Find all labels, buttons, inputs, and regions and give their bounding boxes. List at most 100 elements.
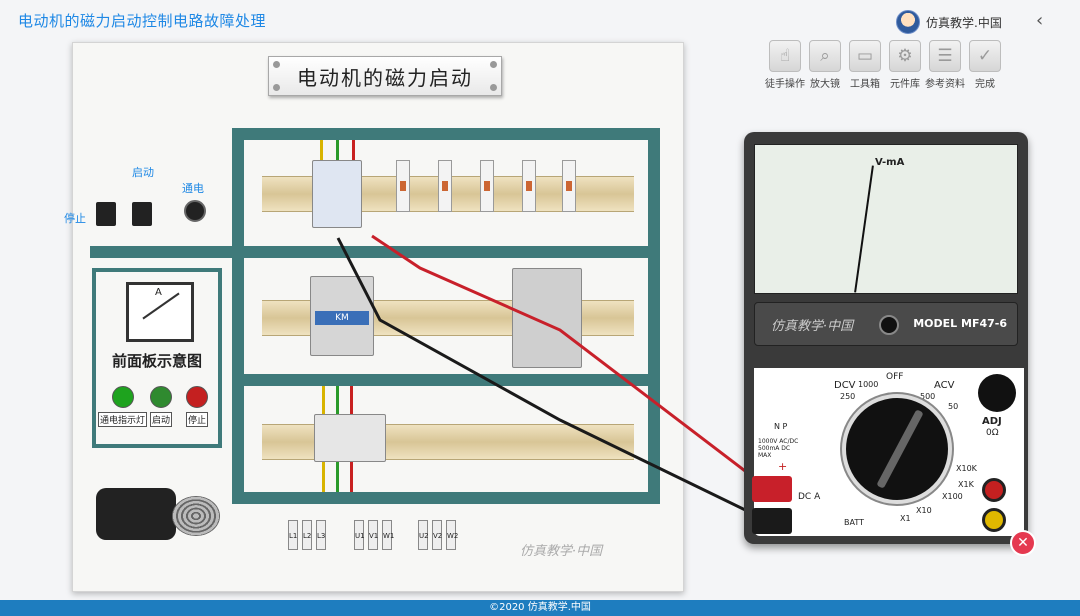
power-lamp [112,386,134,408]
tool-label: 工具箱 [850,79,880,90]
fuse[interactable] [522,160,536,212]
scale-1000: 1000 [858,380,879,389]
terminal-u1[interactable]: U1 [354,520,365,550]
motor[interactable] [96,482,226,556]
terminal-w1[interactable]: W1 [382,520,394,550]
thermal-relay[interactable] [314,414,386,462]
tool-finish[interactable]: ✓ 完成 [966,40,1004,90]
document-icon: ☰ [929,40,961,72]
x100-label: X100 [942,492,963,501]
dca-label: DC A [798,492,821,502]
terminal-u2[interactable]: U2 [418,520,429,550]
start-label: 启动 [132,166,154,179]
jack-red[interactable] [982,478,1006,502]
zero-adjust-screw[interactable] [879,315,899,335]
red-probe-plug[interactable] [752,476,792,502]
frame-left [232,128,244,504]
acv-label: ACV [934,380,955,391]
screw-icon [273,61,280,68]
np-label: N P [774,422,788,431]
terminal-v2[interactable]: V2 [432,520,442,550]
terminal-v1[interactable]: V1 [368,520,378,550]
jack-yellow[interactable] [982,508,1006,532]
tool-magnifier[interactable]: ⌕ 放大镜 [806,40,844,90]
tool-reference[interactable]: ☰ 参考资料 [925,40,965,90]
range-selector-knob[interactable] [842,394,952,504]
multimeter: V-mA 仿真教学·中国 MODEL MF47-6 DCV OFF ACV 10… [744,132,1028,544]
check-icon: ✓ [969,40,1001,72]
stop-lamp[interactable] [186,386,208,408]
black-probe-plug[interactable] [752,508,792,534]
scale-250: 250 [840,392,856,401]
ohm-adjust-knob[interactable] [978,374,1016,412]
x1-label: X1 [900,514,911,523]
wire [336,140,339,170]
magnifier-icon: ⌕ [809,40,841,72]
footer-copyright: ©2020 仿真教学.中国 [489,602,591,613]
footer: ©2020 仿真教学.中国 [0,600,1080,616]
terminal-l3[interactable]: L3 [316,520,326,550]
scale-500: 500 [920,392,936,401]
terminal-w2[interactable]: W2 [446,520,458,550]
screw-icon [490,84,497,91]
wire [320,140,323,170]
control-transformer[interactable] [512,268,582,368]
tool-label: 徒手操作 [765,79,805,90]
fuse[interactable] [396,160,410,212]
main-breaker[interactable] [312,160,362,228]
gauge-unit: A [155,287,162,298]
ammeter-gauge: A [126,282,194,342]
stop-label: 停止 [64,212,86,225]
tool-label: 参考资料 [925,79,965,90]
fuse[interactable] [480,160,494,212]
app-title: 电动机的磁力启动控制电路故障处理 [18,12,267,30]
frame-right [648,128,660,504]
scale-label: V-mA [875,157,905,168]
dial-panel: DCV OFF ACV 1000 250 500 50 ADJ 0Ω N P 1… [754,368,1024,536]
board-title-text: 电动机的磁力启动 [297,65,473,90]
toolbox-icon: ▭ [849,40,881,72]
terminal-block: L1 L2 L3 U1 V1 W1 U2 V2 W2 [268,520,468,550]
motor-body [96,488,176,540]
fuse[interactable] [438,160,452,212]
x10k-label: X10K [956,464,977,473]
tool-hand[interactable]: ☝ 徒手操作 [765,40,805,90]
frame-divider-2 [232,374,660,386]
warning-label: 1000V AC/DC 500mA DC MAX [758,438,799,459]
wire [352,140,355,170]
x1k-label: X1K [958,480,974,489]
frame-top [232,128,660,140]
tool-label: 完成 [975,79,995,90]
plus-label: + [778,460,788,473]
front-panel-title: 前面板示意图 [111,352,202,370]
lamp-label: 通电指示灯 [98,412,148,427]
frame-bottom [232,492,660,504]
toolbar: ☝ 徒手操作 ⌕ 放大镜 ▭ 工具箱 ⚙ 元件库 ☰ 参考资料 ✓ 完成 [765,40,1004,90]
chevron-left-icon[interactable]: ‹ [1036,10,1044,31]
fuse[interactable] [562,160,576,212]
meter-scale: V-mA [754,144,1018,294]
ohm-zero-label: 0Ω [986,428,999,438]
terminal-l2[interactable]: L2 [302,520,312,550]
watermark: 仿真教学·中国 [520,544,603,559]
frame-divider-1 [90,246,660,258]
screw-icon [490,61,497,68]
start-lamp[interactable] [150,386,172,408]
tool-toolbox[interactable]: ▭ 工具箱 [846,40,884,90]
motor-pulley [172,496,220,536]
lamp-label: 停止 [186,412,209,427]
front-panel: A 前面板示意图 通电指示灯 启动 停止 [92,268,222,448]
batt-label: BATT [844,518,864,527]
stop-button[interactable] [96,202,116,226]
user-name: 仿真教学.中国 [926,15,1002,30]
user-info[interactable]: 仿真教学.中国 [896,10,1002,34]
close-icon[interactable]: ✕ [1010,530,1036,556]
power-indicator[interactable] [184,200,206,222]
contactor-km[interactable]: KM [310,276,374,356]
tool-components[interactable]: ⚙ 元件库 [886,40,924,90]
terminal-l1[interactable]: L1 [288,520,298,550]
contactor-label: KM [315,311,369,325]
start-button[interactable] [132,202,152,226]
off-label: OFF [886,372,904,382]
dcv-label: DCV [834,380,856,391]
